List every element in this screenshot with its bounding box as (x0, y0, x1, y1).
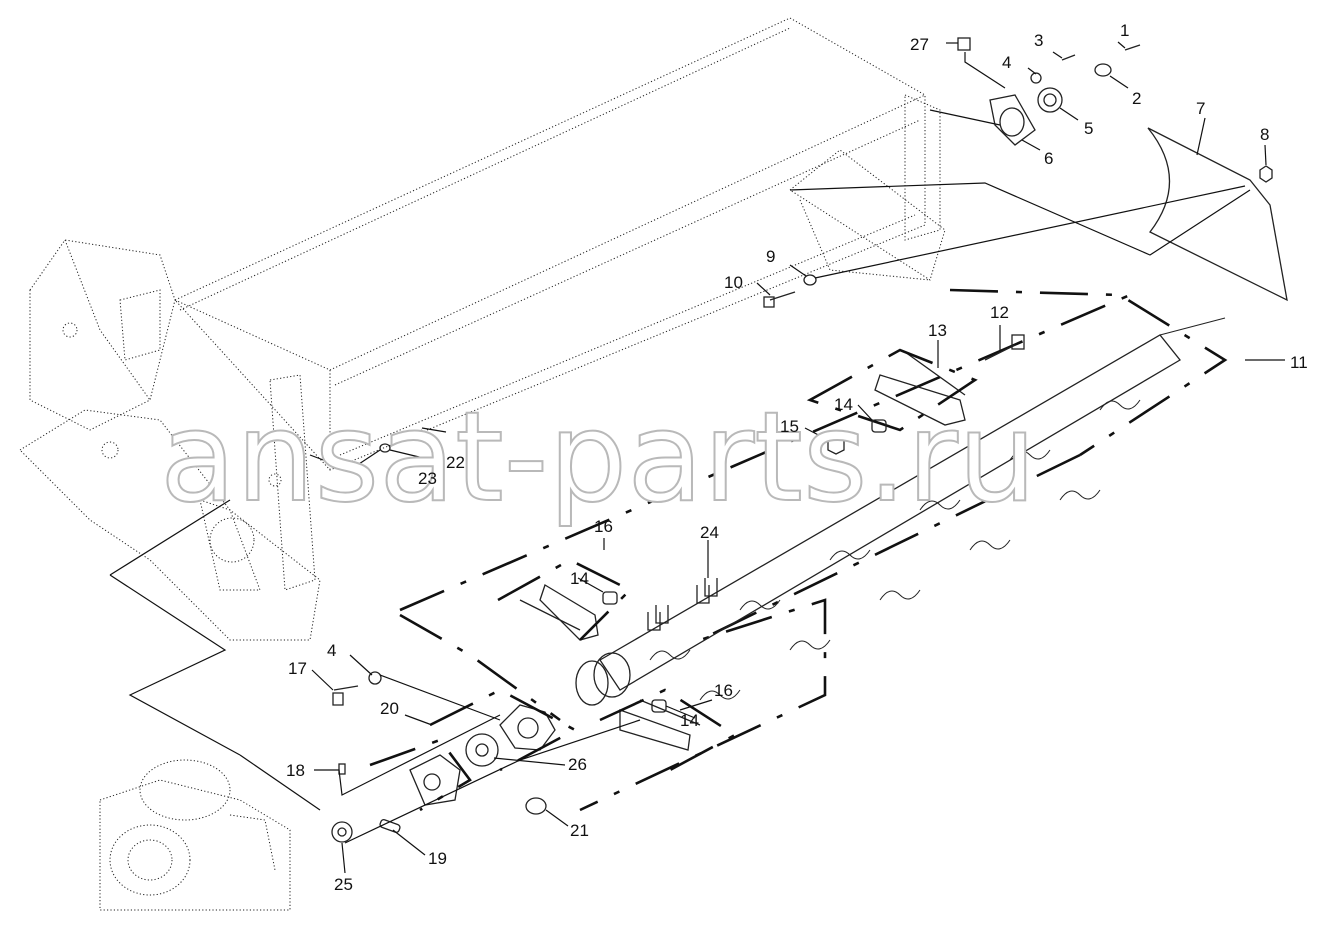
callout-13: 13 (928, 321, 947, 340)
callout-4-upper: 4 (1002, 53, 1011, 72)
callout-7: 7 (1196, 99, 1205, 118)
callout-10: 10 (724, 273, 743, 292)
callout-5: 5 (1084, 119, 1093, 138)
callout-16-upper: 16 (594, 517, 613, 536)
callout-14-upper: 14 (834, 395, 853, 414)
callout-18: 18 (286, 761, 305, 780)
callout-25: 25 (334, 875, 353, 894)
callout-11: 11 (1290, 353, 1308, 372)
callout-27: 27 (910, 35, 929, 54)
callout-labels: 1 2 3 4 4 5 6 7 8 9 10 11 12 13 14 14 14… (286, 21, 1308, 894)
callout-26: 26 (568, 755, 587, 774)
coupling-parts (331, 671, 578, 843)
leader-lines (109, 41, 1285, 874)
callout-2: 2 (1132, 89, 1141, 108)
callout-9: 9 (766, 247, 775, 266)
callout-14-middle: 14 (570, 569, 589, 588)
upper-right-parts (379, 37, 1288, 453)
callout-4-lower: 4 (327, 641, 336, 660)
frame-housing (19, 17, 946, 911)
callout-1: 1 (1120, 21, 1129, 40)
callout-20: 20 (380, 699, 399, 718)
callout-12: 12 (990, 303, 1009, 322)
callout-8: 8 (1260, 125, 1269, 144)
bracket-parts (497, 348, 978, 772)
shaft-assembly (575, 317, 1226, 706)
callout-19: 19 (428, 849, 447, 868)
watermark-text: ansat-parts.ru (160, 386, 1036, 530)
callout-24: 24 (700, 523, 719, 542)
callout-17: 17 (288, 659, 307, 678)
callout-16-lower: 16 (714, 681, 733, 700)
callout-6: 6 (1044, 149, 1053, 168)
callout-23: 23 (418, 469, 437, 488)
callout-22: 22 (446, 453, 465, 472)
callout-15: 15 (780, 417, 799, 436)
assembly-boundaries (399, 288, 1228, 812)
callout-3: 3 (1034, 31, 1043, 50)
callout-21: 21 (570, 821, 589, 840)
callout-14-lower: 14 (680, 711, 699, 730)
